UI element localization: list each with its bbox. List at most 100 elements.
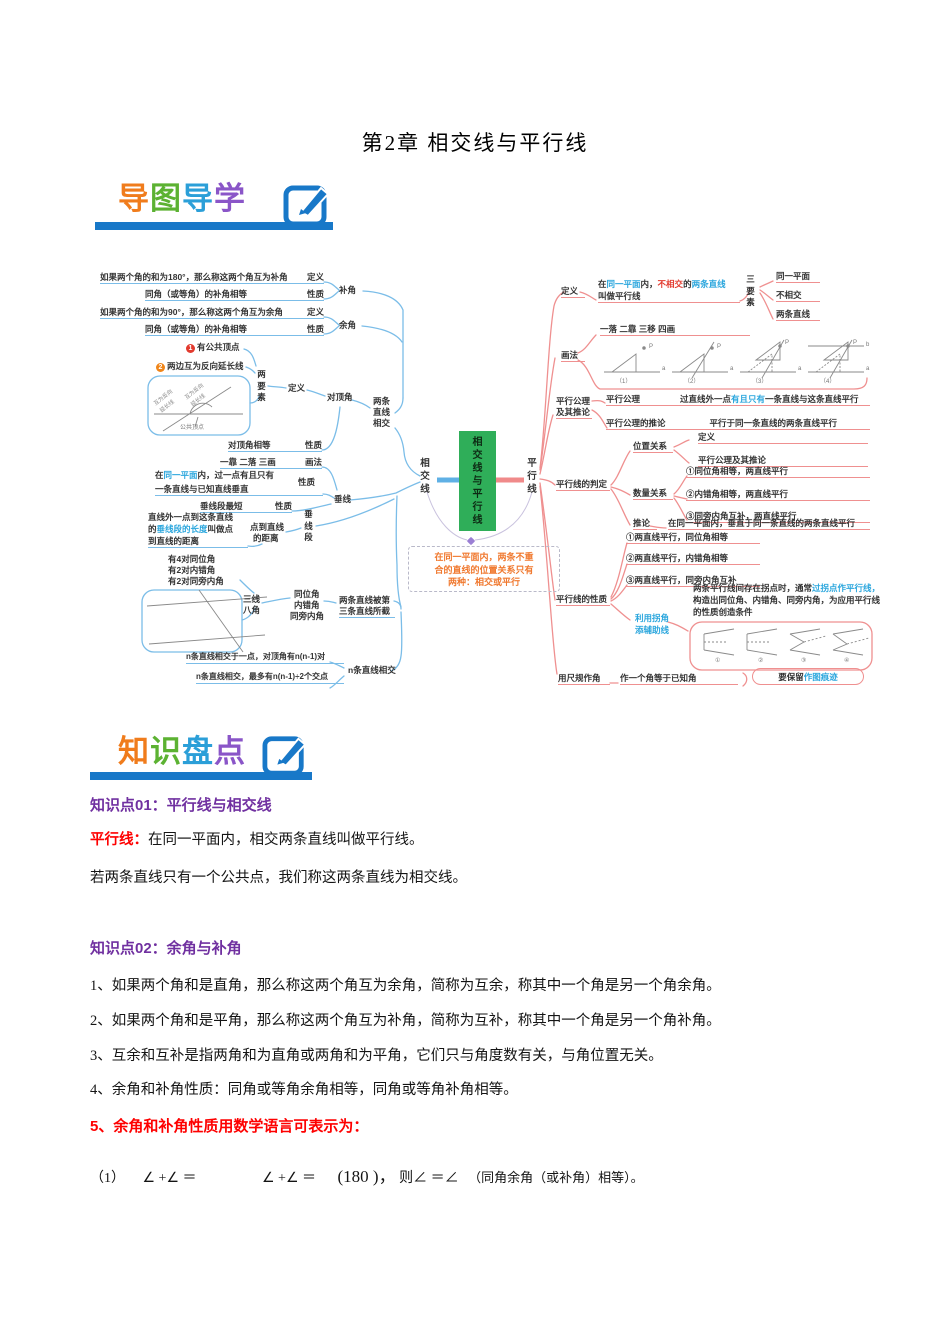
- supplementary-prop-row: 同角（或等角）的补角相等 性质: [145, 289, 324, 302]
- banner-underline: [95, 222, 333, 230]
- position-relation-tag: 位置关系: [633, 441, 673, 454]
- complementary-prop-row: 同角（或等角）的补角相等 性质: [145, 324, 324, 337]
- edit-pencil-icon: [262, 736, 307, 776]
- banner-char: 学: [214, 181, 245, 216]
- figure-num-1: （1）: [616, 379, 632, 385]
- perpendicular-draw-row: 一靠 二落 三画 画法: [220, 457, 322, 470]
- kp2-heading: 知识点02：余角与补角: [90, 940, 242, 957]
- line-a-label: a: [662, 366, 666, 372]
- line-a-label: a: [866, 366, 870, 372]
- kp2-formula: （1） ∠ +∠ ＝ ∠ +∠ ＝ (180 )， 则∠ ＝∠ （同角余角（或补…: [90, 1162, 644, 1187]
- supplementary-prop: 同角（或等角）的补角相等: [145, 289, 248, 299]
- parallel-def-line2: 叫做平行线: [598, 291, 740, 304]
- perpendicular-prop-line2: 一条直线与已知直线垂直: [155, 484, 323, 497]
- element-1: 同一平面: [776, 271, 820, 284]
- distance-def-line3: 到直线的距离: [148, 536, 248, 549]
- axiom-text: 过直线外一点有且只有一条直线与这条直线平行: [680, 394, 859, 404]
- kp2-item5: 5、余角和补角性质用数学语言可表示为：: [90, 1118, 369, 1135]
- point-P-label: P: [649, 344, 654, 350]
- parallel-def-line1: 在同一平面内，不相交的两条直线: [598, 279, 726, 289]
- kp2-item3: 3、互余和互补是指两角和为直角或两角和为平角，它们只与角度数有关，与角位置无关。: [90, 1048, 663, 1064]
- supplementary-def: 如果两个角的和为180°，那么称这两个角互为补角: [100, 272, 288, 282]
- complementary-def: 如果两个角的和为90°，那么称这两个角互为余角: [100, 307, 283, 317]
- node-vertical-angle: 对顶角: [327, 392, 353, 402]
- corollary-tag: 平行公理的推论: [606, 418, 666, 428]
- supplementary-def-row: 如果两个角的和为180°，那么称这两个角互为补角 定义: [100, 272, 324, 285]
- figure-num-circ2: ②: [758, 658, 764, 664]
- node-parallel-axiom-2: 及其推论: [556, 407, 592, 420]
- judge-num-3: ③同旁内角互补，两直线平行: [686, 511, 870, 524]
- n-lines-fact2: n条直线相交，最多有n(n-1)÷2个交点: [196, 672, 344, 684]
- prop-tag: 性质: [306, 324, 324, 334]
- kp1-line2: 若两条直线只有一个公共点，我们称这两条直线为相交线。: [90, 870, 467, 886]
- term-parallel: 平行线：: [90, 832, 148, 848]
- draw-steps: 一靠 二落 三画: [220, 457, 276, 467]
- draw-tag: 画法: [304, 457, 322, 467]
- n-lines-fact1: n条直线相交于一点，对顶角有n(n-1)对: [186, 652, 344, 664]
- formula-blank-1: ∠ +∠ ＝: [142, 1171, 197, 1186]
- parallel-draw-steps: 一落 二靠 三移 四画: [600, 324, 750, 337]
- vertical-angle-prop-row: 对顶角相等 性质: [228, 440, 322, 453]
- complementary-def-row: 如果两个角的和为90°，那么称这两个角互为余角 定义: [100, 307, 324, 320]
- keep-trace-note: 要保留作图痕迹: [752, 668, 864, 685]
- kp1-heading: 知识点01：平行线与相交线: [90, 797, 272, 814]
- corollary-text: 平行于同一条直线的两条直线平行: [709, 418, 838, 428]
- parallel-def-tag: 定义: [561, 286, 585, 299]
- branch-intersecting-lines: 相交线: [420, 458, 430, 495]
- banner-char: 识: [150, 734, 181, 769]
- turning-point-note-1: 两条平行线间存在拐点时，通常过拐点作平行线，: [693, 583, 881, 593]
- figure-num-4: （4）: [820, 379, 836, 385]
- distance-def-line1: 直线外一点到这条直线: [148, 512, 234, 522]
- prop-tag: 性质: [274, 501, 292, 511]
- perpendicular-prop-line1: 在同一平面内，过一点有且只有: [155, 470, 275, 480]
- judge-pos-2: 平行公理及其推论: [698, 455, 868, 468]
- node-parallel-judgement: 平行线的判定: [556, 479, 610, 492]
- figure-num-circ4: ④: [844, 658, 850, 664]
- node-parallel-axiom-1: 平行公理: [556, 396, 591, 406]
- page-title: 第2章 相交线与平行线: [361, 131, 589, 155]
- prop-tag: 性质: [306, 289, 324, 299]
- parallel-drawing-figures: [604, 339, 864, 379]
- point-to-line: 点到直线: [250, 522, 285, 532]
- vertical-angles-figure: [154, 386, 243, 432]
- point1-text: 有公共顶点: [197, 342, 240, 352]
- node-parallel-properties: 平行线的性质: [556, 594, 610, 607]
- node-three-lines: 三线: [243, 594, 261, 604]
- formula-index: （1）: [90, 1171, 125, 1186]
- property-3: ③两直线平行，同旁内角互补: [626, 575, 760, 588]
- axiom-tag: 平行公理: [606, 394, 641, 404]
- element-2: 不相交: [776, 290, 820, 303]
- alternate-count: 有2对内错角: [168, 565, 216, 575]
- node-two-elements: 两要素: [257, 369, 266, 402]
- badge-2-icon: 2: [156, 363, 165, 372]
- angle-type-3: 同旁内角: [290, 611, 325, 621]
- node-perpendicular-segment: 垂线段: [304, 509, 313, 542]
- node-perpendicular: 垂线: [334, 494, 352, 504]
- aux-line-tag-2: 添辅助线: [635, 625, 670, 635]
- kp2-item1: 1、如果两个角和是直角，那么称这两个角互为余角，简称为互余，称其中一个角是另一个…: [90, 978, 721, 994]
- banner-underline: [90, 772, 312, 780]
- axiom-row: 平行公理 过直线外一点有且只有一条直线与这条直线平行: [606, 394, 870, 407]
- line-a-label: a: [730, 366, 734, 372]
- cointerior-count: 有2对同旁内角: [168, 576, 224, 586]
- formula-reason: （同角余角（或补角）相等）。: [468, 1170, 644, 1185]
- figure-num-2: （2）: [684, 379, 700, 385]
- line-b-label: b: [866, 342, 870, 348]
- node-n-lines: n条直线相交: [348, 665, 396, 675]
- node-two-lines-intersect: 两条直线相交: [372, 396, 390, 428]
- point-P-label: P: [853, 340, 858, 346]
- badge-1-icon: 1: [186, 344, 195, 353]
- kp2-item2: 2、如果两个角和是平角，那么称这两个角互为补角，简称为互补，称其中一个角是另一个…: [90, 1013, 721, 1029]
- turning-point-note-3: 的性质创造条件: [693, 607, 753, 617]
- figure-caption: 公共顶点: [180, 425, 205, 431]
- node-eight-angles: 八角: [243, 605, 261, 615]
- line-a-label: a: [798, 366, 802, 372]
- aux-line-tag-1: 利用拐角: [635, 613, 670, 623]
- banner-char: 盘: [182, 734, 213, 769]
- complementary-prop: 同角（或等角）的补角相等: [145, 324, 248, 334]
- formula-blank-2: ∠ +∠ ＝: [262, 1171, 316, 1186]
- shortest-segment-row: 垂线段最短 性质: [200, 501, 292, 514]
- judge-num-1: ①同位角相等，两直线平行: [686, 466, 870, 479]
